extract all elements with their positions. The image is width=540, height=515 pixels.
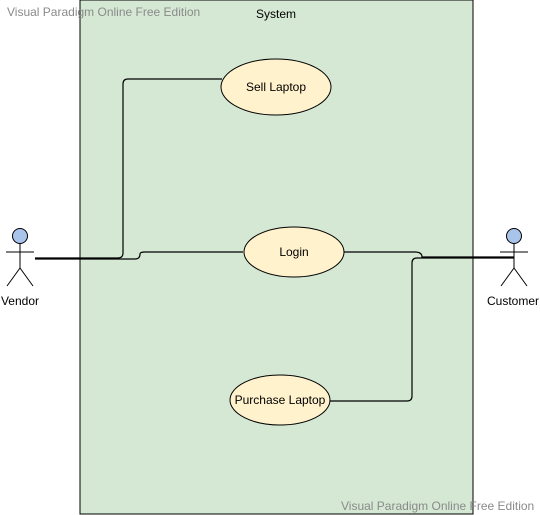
purchase-customer-connector [330,257,514,402]
vendor-head [12,228,28,244]
use-case-purchase-laptop-shape [229,374,331,426]
actor-vendor[interactable]: Vendor [1,228,39,309]
use-case-purchase-laptop-label: Purchase Laptop [235,393,326,407]
vendor-label: Vendor [1,294,39,308]
vendor-stick-figure [6,243,34,287]
login-customer-connector [344,251,514,258]
customer-head [506,228,522,244]
customer-stick-figure [500,243,528,287]
use-case-login-shape [243,226,345,278]
watermark-top: Visual Paradigm Online Free Edition [7,5,201,19]
use-case-login[interactable]: Login [243,226,345,278]
use-case-sell-laptop-shape [220,58,332,116]
watermark-bottom: Visual Paradigm Online Free Edition [341,499,535,513]
connectors [35,78,514,402]
use-case-sell-laptop[interactable]: Sell Laptop [220,58,332,116]
system-label: System [256,7,296,21]
use-case-login-label: Login [279,245,308,259]
customer-label: Customer [487,294,539,308]
use-case-purchase-laptop[interactable]: Purchase Laptop [229,374,331,426]
actor-customer[interactable]: Customer [487,228,539,309]
vendor-sell-laptop-connector [35,78,222,259]
use-case-sell-laptop-label: Sell Laptop [246,80,306,94]
vendor-login-connector [35,251,243,260]
